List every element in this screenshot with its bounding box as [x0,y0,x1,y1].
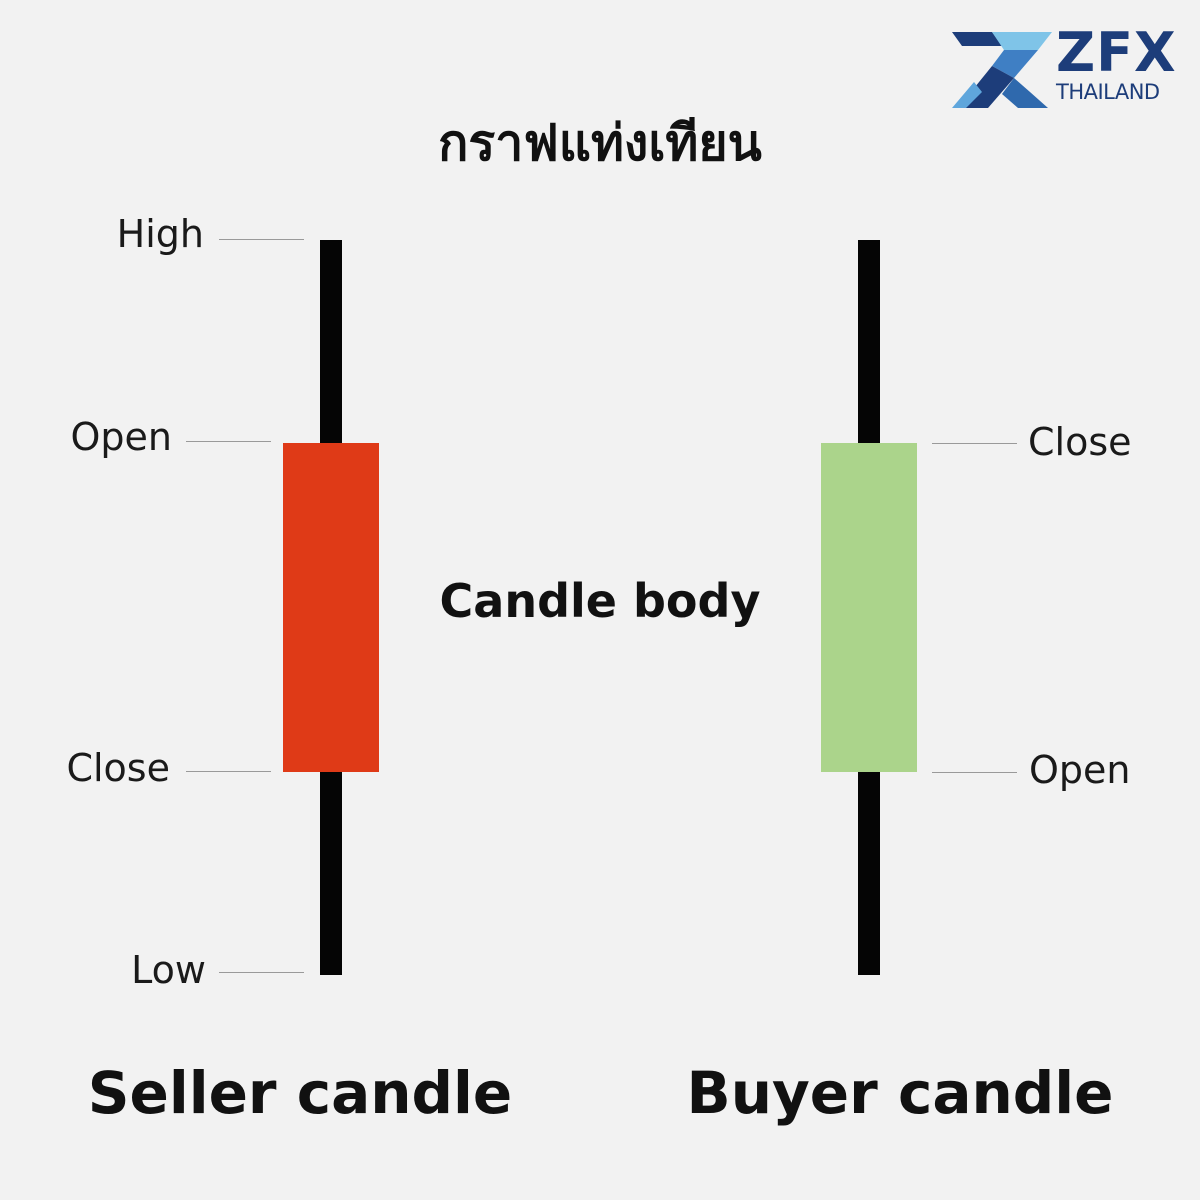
logo-wordmark: ZFX [1056,21,1177,84]
seller-low-label: Low [131,948,206,992]
seller-close-label: Close [66,746,170,790]
seller-candle-body [283,443,379,772]
seller-high-leader [219,239,304,240]
seller-low-leader [219,972,304,973]
seller-candle-caption: Seller candle [87,1059,513,1127]
buyer-candle-caption: Buyer candle [686,1059,1114,1127]
page-title: กราฟแท่งเทียน [438,114,762,172]
seller-open-label: Open [70,415,173,459]
seller-high-label: High [116,212,204,256]
candle-body-label: Candle body [439,574,761,628]
buyer-open-label: Open [1029,748,1131,792]
seller-open-leader [186,441,271,442]
buyer-close-label: Close [1028,420,1132,464]
zfx-logo-mark-icon [952,32,1052,108]
buyer-close-leader [932,443,1017,444]
zfx-logo: ZFX THAILAND [952,26,1176,110]
logo-subtitle: THAILAND [1056,80,1160,104]
seller-close-leader [186,771,271,772]
buyer-candle-body [821,443,917,772]
buyer-open-leader [932,772,1017,773]
